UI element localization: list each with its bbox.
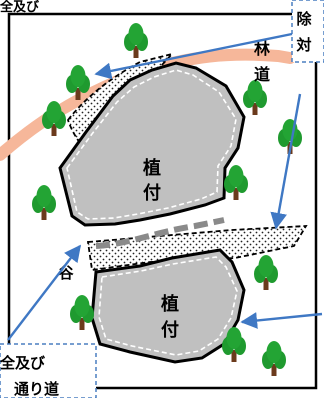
tree-icon — [70, 295, 94, 330]
top-right-callout-line2: 対 — [295, 36, 311, 54]
upper-plot-label-1: 植 — [143, 157, 161, 179]
top-right-callout-line1: 除 — [296, 10, 312, 28]
upper-plot-label-2: 付 — [143, 182, 161, 204]
gully-line — [95, 217, 225, 249]
arrow-icon — [270, 93, 302, 230]
site-boundary — [7, 12, 318, 390]
bottom-callout-box — [0, 343, 97, 398]
lower-plot-dashed-edge — [98, 256, 238, 356]
lower-plot-label-2: 付 — [161, 319, 179, 341]
tree-icon — [262, 341, 286, 376]
top-left-label: 全及び — [0, 0, 40, 15]
valley-label: 谷 — [58, 264, 74, 282]
arrow-icon — [7, 244, 82, 341]
upper-plot-dashed-edge — [66, 69, 237, 220]
upper-planting-plot — [58, 61, 246, 227]
tree-icon — [224, 165, 248, 200]
tree-icon — [243, 80, 267, 115]
arrow-icon — [240, 312, 323, 329]
bottom-callout-line2: 通り道 — [14, 380, 59, 398]
bottom-callout-line1: 全及び — [0, 354, 45, 372]
stipple-valley — [86, 225, 308, 272]
top-right-callout-box — [291, 0, 324, 63]
tree-icon — [32, 185, 56, 220]
arrow-icon — [94, 32, 293, 80]
road-label-1: 林 — [254, 39, 270, 58]
tree-icon — [254, 255, 278, 290]
lower-plot-label-1: 植 — [161, 293, 179, 315]
road-label-2: 道 — [254, 65, 270, 84]
tree-icon — [124, 23, 148, 58]
